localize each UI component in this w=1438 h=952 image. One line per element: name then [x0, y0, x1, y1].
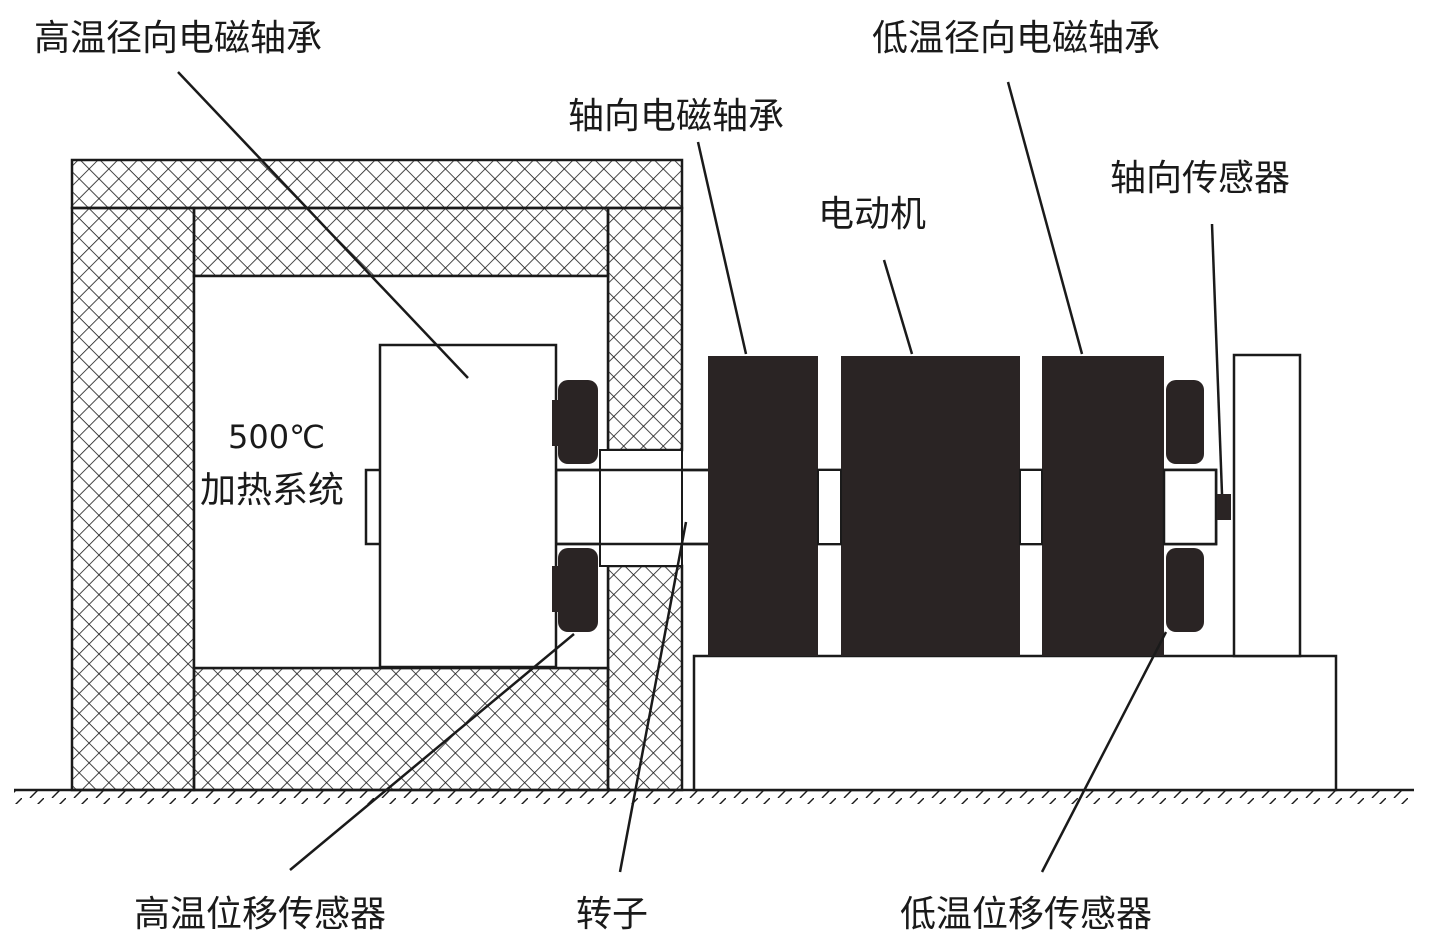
label-high-temp-displacement-sensor: 高温位移传感器: [134, 894, 386, 935]
low-temp-sensors: [1166, 380, 1204, 632]
axial-sensor: [1217, 494, 1231, 520]
label-high-temp-radial-bearing: 高温径向电磁轴承: [34, 18, 322, 59]
axial-bearing-block: [708, 356, 818, 656]
ground: [14, 788, 1414, 804]
label-low-temp-displacement-sensor: 低温位移传感器: [900, 894, 1152, 935]
label-axial-bearing: 轴向电磁轴承: [568, 96, 784, 137]
motor-block: [841, 356, 1020, 656]
high-temp-bearing-block: [378, 343, 558, 669]
label-motor: 电动机: [818, 194, 926, 235]
low-temp-bearing-block: [1042, 356, 1164, 656]
label-heating-system: 加热系统: [200, 470, 344, 511]
label-heating-temp: 500℃: [228, 418, 325, 456]
high-temp-sensors: [552, 380, 598, 632]
sensor-support: [1232, 353, 1302, 658]
label-low-temp-radial-bearing: 低温径向电磁轴承: [872, 18, 1160, 59]
leader-lines: [177, 71, 1224, 873]
label-rotor: 转子: [576, 894, 648, 935]
label-axial-sensor: 轴向传感器: [1110, 158, 1290, 199]
base-platform: [692, 654, 1338, 792]
